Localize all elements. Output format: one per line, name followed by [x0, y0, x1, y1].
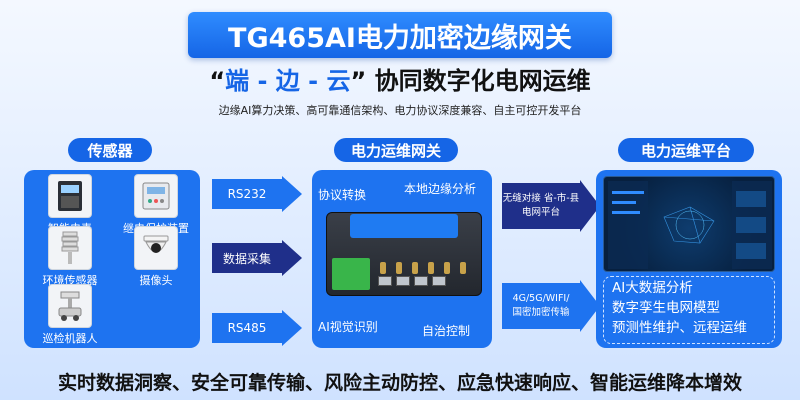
platform-feature-item: AI大数据分析 [612, 280, 693, 296]
smart-meter-icon [48, 174, 92, 218]
sensor-label: 摄像头 [139, 274, 173, 287]
section-gateway-label: 电力运维网关 [334, 138, 458, 162]
arrow-label: RS232 [212, 179, 282, 209]
arrow-platform-access: 无缝对接 省-市-县 电网平台 [502, 180, 600, 232]
platform-features: AI大数据分析 数字孪生电网模型 预测性维护、远程运维 [612, 278, 747, 338]
feature-autonomous-control: 自治控制 [422, 324, 471, 338]
feature-protocol-conversion: 协议转换 [318, 188, 367, 202]
antenna-connector [380, 262, 386, 274]
environment-sensor-icon [48, 226, 92, 270]
arrow-rs232: RS232 [212, 176, 302, 212]
feature-ai-vision: AI视觉识别 [318, 320, 378, 334]
antenna-connector [396, 262, 402, 274]
section-platform-label: 电力运维平台 [618, 138, 754, 162]
sensor-inspection-robot: 巡检机器人 [30, 284, 110, 346]
arrow-data-collection: 数据采集 [212, 240, 302, 276]
feature-edge-analysis: 本地边缘分析 [404, 182, 477, 196]
platform-dashboard-screenshot [603, 176, 775, 272]
relay-protection-icon [134, 174, 178, 218]
antenna-connector [428, 262, 434, 274]
arrow-encrypted-transmission: 4G/5G/WIFI/ 国密加密传输 [502, 280, 600, 332]
platform-feature-item: 预测性维护、远程运维 [612, 320, 747, 336]
arrow-label-line1: 4G/5G/WIFI/ [512, 293, 570, 304]
ethernet-port [414, 276, 428, 286]
subtitle: “端 - 边 - 云” 协同数字化电网运维 [0, 64, 800, 98]
arrow-label: 数据采集 [212, 243, 282, 273]
arrow-body: 4G/5G/WIFI/ 国密加密传输 [502, 283, 580, 329]
arrow-body: 无缝对接 省-市-县 电网平台 [502, 183, 580, 229]
arrow-label-line2: 国密加密传输 [512, 307, 570, 318]
arrow-label-line2: 电网平台 [521, 207, 560, 218]
platform-features-box [603, 276, 775, 344]
subtitle-highlight: 端 - 边 - 云 [225, 67, 351, 95]
inspection-robot-icon [48, 284, 92, 328]
ethernet-port [378, 276, 392, 286]
subtitle-rest: ” 协同数字化电网运维 [350, 67, 591, 95]
arrow-head [580, 280, 600, 332]
sensor-relay-protection: 继电保护装置 [116, 174, 196, 236]
arrow-label: RS485 [212, 313, 282, 343]
gateway-device-label-strip [350, 214, 458, 238]
subtitle-open-quote: “ [209, 67, 226, 95]
antenna-connector [412, 262, 418, 274]
camera-icon [134, 226, 178, 270]
arrow-head [580, 180, 600, 232]
antenna-connector [460, 262, 466, 274]
sensor-label: 巡检机器人 [42, 332, 98, 345]
sensor-camera: 摄像头 [116, 226, 196, 288]
arrow-head [282, 176, 302, 212]
arrow-head [282, 310, 302, 346]
sensor-label: 环境传感器 [42, 274, 98, 287]
antenna-connector [444, 262, 450, 274]
footer-summary: 实时数据洞察、安全可靠传输、风险主动防控、应急快速响应、智能运维降本增效 [57, 372, 742, 394]
arrow-label-line1: 无缝对接 省-市-县 [502, 193, 580, 204]
platform-feature-item: 数字孪生电网模型 [612, 300, 720, 316]
gateway-terminal-block [332, 258, 370, 290]
ethernet-port [396, 276, 410, 286]
arrow-head [282, 240, 302, 276]
section-sensors-label: 传感器 [68, 138, 152, 162]
page-title: TG465AI电力加密边缘网关 [188, 12, 612, 58]
tagline: 边缘AI算力决策、高可靠通信架构、电力协议深度兼容、自主可控开发平台 [218, 104, 582, 117]
arrow-rs485: RS485 [212, 310, 302, 346]
sensor-environment: 环境传感器 [30, 226, 110, 288]
ethernet-port [432, 276, 446, 286]
